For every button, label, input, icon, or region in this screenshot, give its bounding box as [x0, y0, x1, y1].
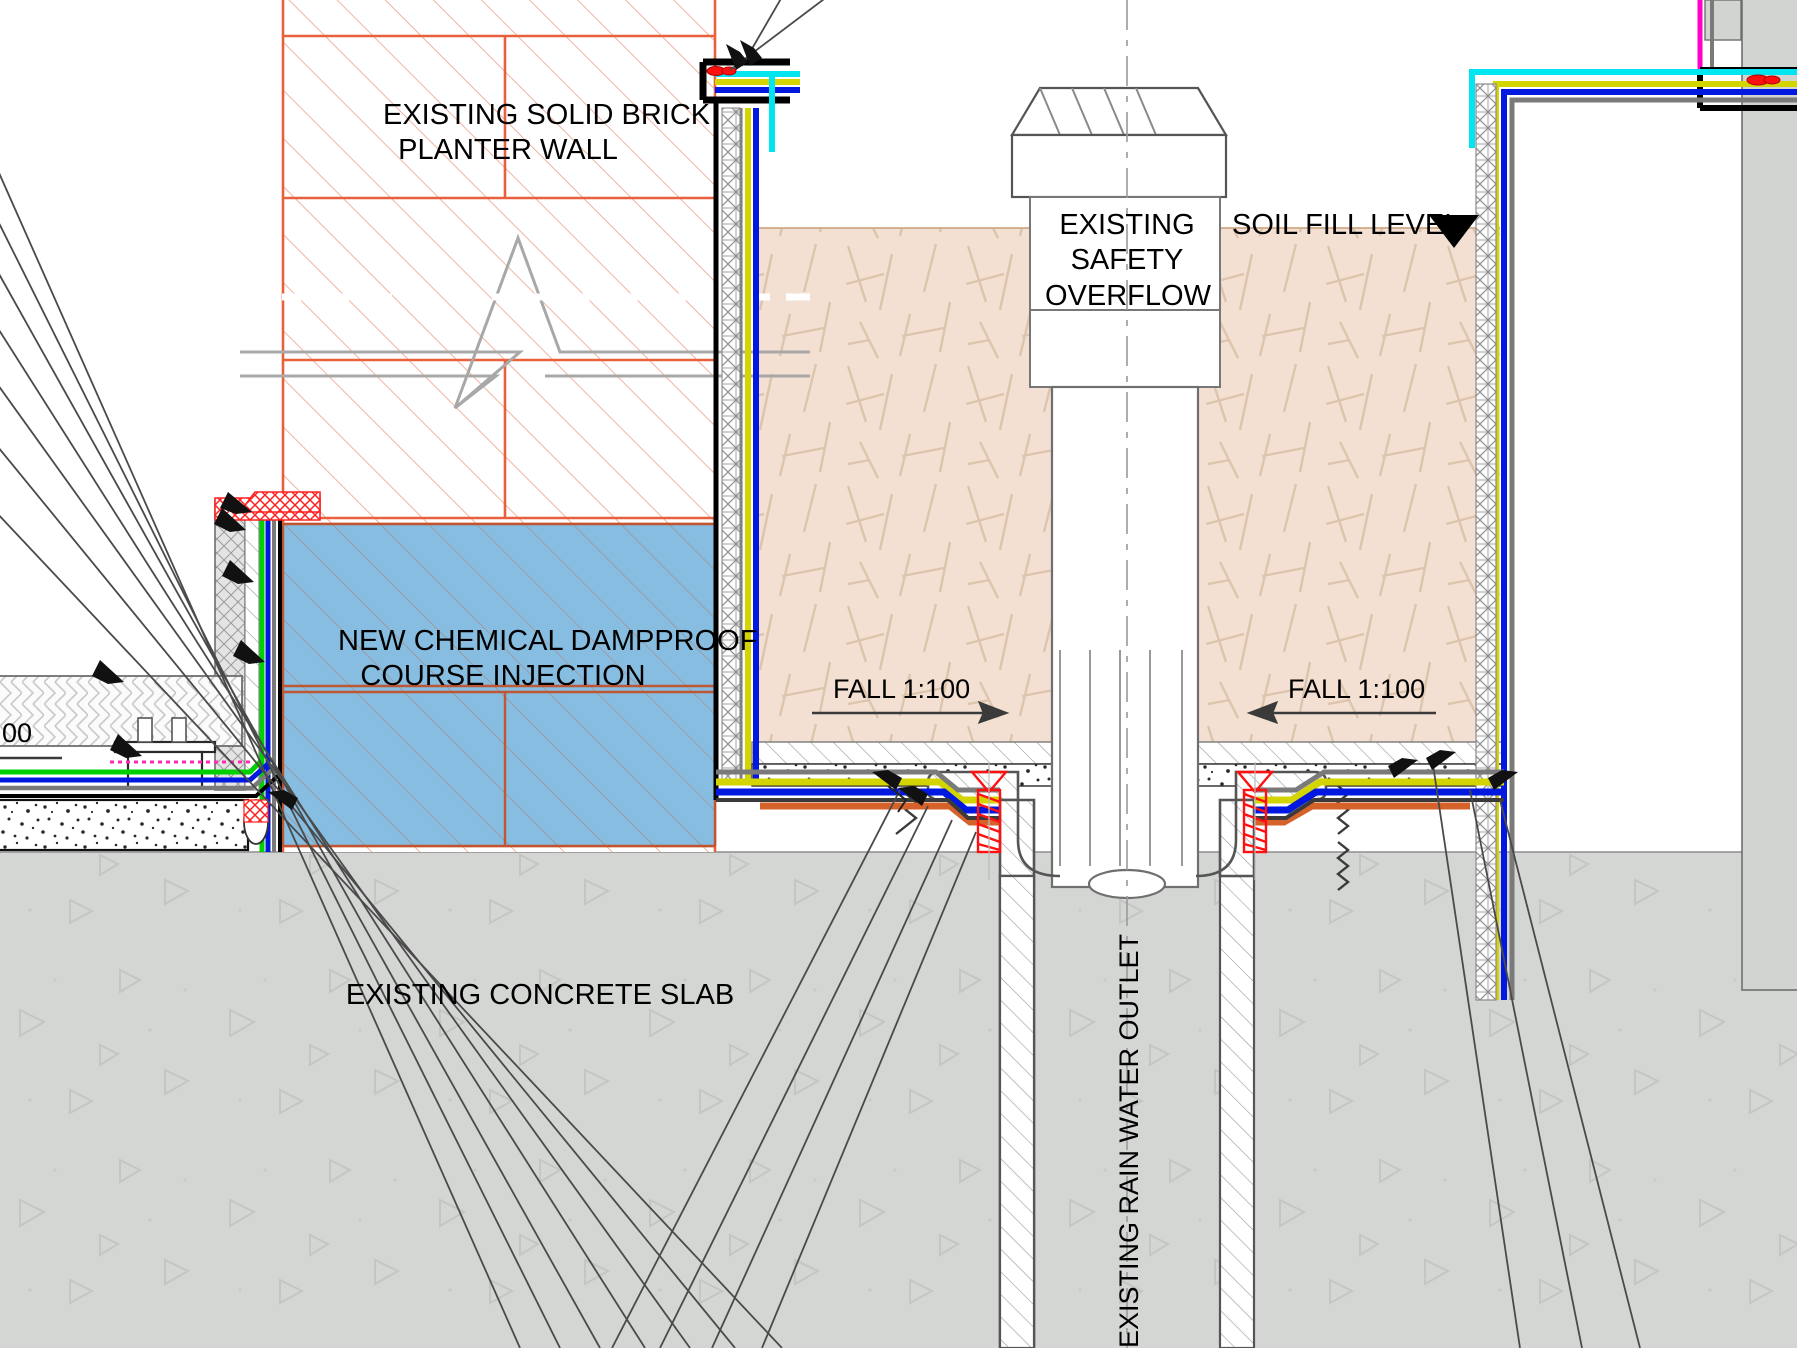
fall-label-right: FALL 1:100 — [1288, 674, 1426, 704]
dpc-label: NEW CHEMICAL DAMPPROOF COURSE INJECTION — [338, 625, 758, 693]
outlet-screw-fixing-right — [1235, 762, 1275, 880]
leader-arrow-heads — [92, 40, 1518, 810]
soil-fill-level-triangle — [1429, 215, 1479, 248]
left-outlet-membrane-turn — [716, 769, 1000, 826]
outlet-screw-fixing-left — [969, 762, 1009, 880]
existing-safety-overflow — [1010, 0, 1228, 1348]
left-wall-cap-flashing — [699, 58, 800, 800]
existing-concrete-slab — [0, 851, 1797, 1348]
fall-label-cut: 00 — [2, 718, 33, 748]
leader-lines — [0, 0, 1641, 1348]
fall-arrow-left — [812, 700, 1010, 725]
fall-arrow-right — [1246, 700, 1436, 725]
right-outlet-membrane-turn — [1254, 769, 1504, 826]
brick-wall-label: EXISTING SOLID BRICK PLANTER WALL — [383, 99, 710, 167]
soil-fill-level-label: SOIL FILL LEVEL — [1232, 209, 1461, 241]
left-insulation-band — [0, 798, 269, 852]
break-line-symbol — [240, 233, 810, 410]
fall-label-left: FALL 1:100 — [833, 674, 971, 704]
safety-overflow-label: EXISTING SAFETY OVERFLOW — [1045, 209, 1211, 312]
right-existing-wall — [1469, 0, 1797, 1001]
rain-water-outlet-label: EXISTING RAIN WATER OUTLET — [1114, 933, 1144, 1348]
concrete-slab-label: EXISTING CONCRETE SLAB — [345, 979, 735, 1011]
deck-clip-detail — [887, 785, 908, 813]
